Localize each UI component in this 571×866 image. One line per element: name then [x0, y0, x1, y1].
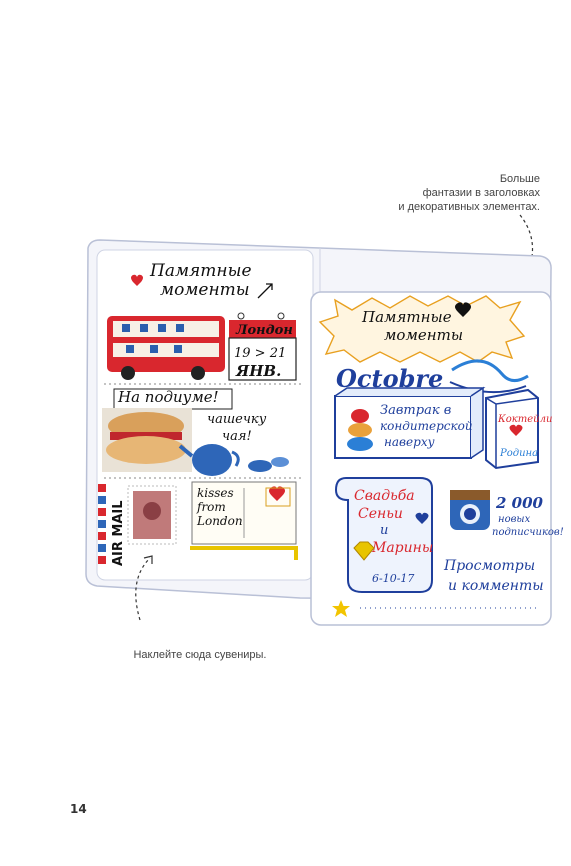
wedding-line4: Марины	[371, 540, 433, 556]
wedding-line2: Сеньи	[358, 506, 403, 522]
views-line2: и комменты	[448, 578, 544, 594]
heart-icon	[131, 274, 143, 286]
date-range: 19 > 21	[234, 346, 286, 361]
views-line1: Просмотры	[443, 558, 535, 574]
kisses-line2: from	[196, 500, 226, 514]
london-label: Лондон	[235, 323, 293, 338]
star-icon	[332, 600, 350, 617]
kisses-line1: kisses	[197, 486, 234, 500]
breakfast-line3: наверху	[384, 435, 435, 449]
count-caption1: новых	[498, 514, 531, 525]
scone-photo	[102, 408, 192, 472]
wedding-date: 6-10-17	[372, 572, 414, 585]
wedding-line1: Свадьба	[354, 488, 415, 504]
caption-line: и декоративных элементах.	[398, 201, 540, 213]
arrow-dashed-icon	[135, 557, 151, 621]
count-caption2: подписчиков!	[492, 527, 564, 538]
arrow-head-icon	[143, 555, 153, 564]
caption-souvenirs: Наклейте сюда сувениры.	[133, 649, 267, 661]
box-line1: Коктейли	[497, 414, 552, 425]
count-number: 2 000	[495, 494, 544, 512]
caption-decorative-headings: Больше фантазии в заголовках и декоратив…	[390, 172, 540, 214]
postcard-corner	[190, 546, 298, 560]
left-title-line2: моменты	[160, 280, 250, 300]
right-title-line2: моменты	[384, 326, 463, 344]
left-title-line1: Памятные	[149, 261, 252, 281]
right-title-line1: Памятные	[361, 308, 452, 326]
airmail-label: AIR MAIL	[111, 500, 126, 566]
bus-caption: На подиуме!	[117, 388, 219, 406]
airmail-stripe	[98, 480, 106, 572]
tea-line1: чашечку	[207, 412, 267, 427]
heart-icon	[455, 302, 471, 317]
london-tag	[229, 320, 296, 338]
diamond-icon	[353, 541, 375, 561]
heart-icon	[509, 424, 523, 436]
teapot-icon	[178, 444, 289, 476]
caption-line: Больше	[499, 173, 540, 185]
box-line2: Родина	[499, 448, 538, 459]
banner-swirl	[451, 359, 529, 382]
wedding-scroll	[334, 477, 433, 593]
title-starburst	[318, 295, 526, 363]
date-box	[228, 337, 297, 381]
arrow-icon	[257, 283, 273, 299]
bus-icon	[107, 316, 225, 380]
stamp-icon	[127, 485, 177, 545]
cake-icon	[347, 409, 373, 451]
camera-icon	[450, 490, 490, 530]
breakfast-line1: Завтрак в	[380, 403, 451, 418]
date-month: ЯНВ.	[235, 362, 281, 380]
heart-icon	[269, 486, 285, 501]
caption-line: фантазии в заголовках	[422, 187, 540, 199]
breakfast-line2: кондитерской	[380, 419, 473, 433]
heart-icon	[415, 512, 429, 524]
page-number: 14	[70, 802, 87, 816]
kisses-line3: London	[196, 514, 243, 528]
wedding-line3: и	[380, 523, 388, 538]
tea-line2: чая!	[222, 429, 252, 444]
